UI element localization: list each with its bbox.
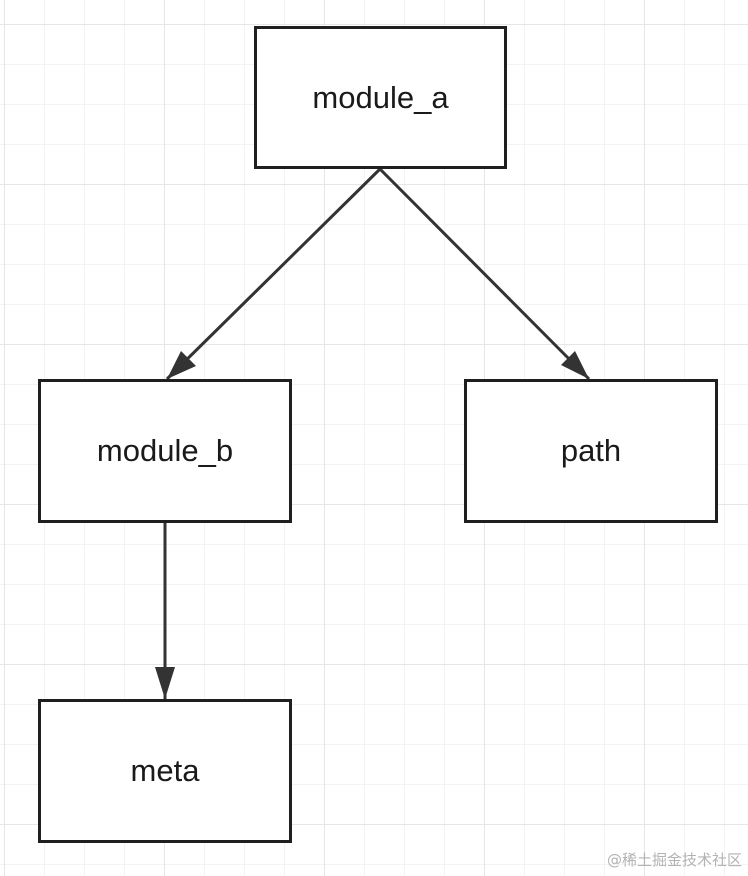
- node-module-a[interactable]: module_a: [254, 26, 507, 169]
- edge-module-a-to-module-b: [165, 167, 382, 381]
- node-meta[interactable]: meta: [38, 699, 292, 843]
- arrowhead-module-b: [167, 351, 196, 379]
- watermark: @稀土掘金技术社区: [606, 851, 742, 869]
- node-module-b[interactable]: module_b: [38, 379, 292, 523]
- arrowhead-path: [561, 351, 589, 379]
- node-label-meta: meta: [130, 753, 200, 788]
- edge-module-a-to-path: [378, 167, 591, 381]
- node-path[interactable]: path: [464, 379, 718, 523]
- node-label-path: path: [560, 433, 622, 468]
- arrowhead-meta: [155, 667, 175, 699]
- node-label-module-b: module_b: [96, 433, 234, 468]
- node-label-module-a: module_a: [312, 79, 449, 115]
